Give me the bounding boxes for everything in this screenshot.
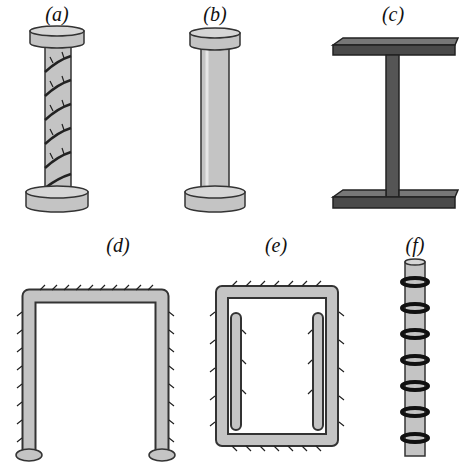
hoop-ring — [402, 434, 428, 442]
rod-body — [405, 262, 425, 456]
column-shaft — [201, 46, 229, 192]
figure-label: (c) — [382, 3, 404, 25]
hoop-ring — [402, 304, 428, 312]
figure-label: (d) — [106, 234, 129, 256]
column-cap-top — [30, 26, 84, 36]
top-flange — [333, 45, 455, 55]
spiral-wrap — [45, 56, 71, 188]
spiral-barbs — [50, 52, 64, 159]
lap-outline — [236, 318, 318, 425]
closed-loop-member — [210, 281, 344, 451]
column-cap-top — [190, 28, 240, 38]
lap-body — [236, 318, 318, 425]
flange-top-face — [399, 190, 458, 197]
loop-barbs — [210, 281, 344, 451]
hooped-rod — [402, 259, 428, 456]
spiral-column — [26, 26, 88, 212]
hoop-ring — [402, 408, 428, 416]
tie-foot — [16, 449, 42, 461]
hoop-rings — [402, 278, 428, 442]
hoop-ring — [402, 382, 428, 390]
figure-label: (e) — [265, 234, 287, 256]
i-beam — [333, 38, 458, 208]
flange-top-face — [333, 38, 458, 45]
bottom-flange — [333, 197, 455, 208]
rod-end — [405, 259, 425, 265]
tie-barbs — [17, 285, 174, 442]
flange-top-face — [333, 190, 386, 197]
hoop-ring — [402, 356, 428, 364]
tie-body — [29, 296, 162, 452]
beam-web — [386, 55, 399, 197]
hoop-ring — [402, 278, 428, 286]
loop-body — [222, 292, 332, 440]
column-base-top — [26, 186, 88, 198]
figure-label: (f) — [406, 234, 425, 256]
tie-outline — [29, 296, 162, 452]
figure-label: (b) — [203, 3, 226, 25]
tie-foot — [149, 449, 175, 461]
shaft-highlight — [206, 50, 209, 188]
u-tie-member — [16, 285, 175, 461]
loop-outline — [222, 292, 332, 440]
column-shaft — [45, 46, 71, 192]
hoop-ring — [402, 330, 428, 338]
plain-column — [185, 28, 245, 212]
figure-label: (a) — [45, 3, 68, 25]
column-base-top — [185, 186, 245, 198]
